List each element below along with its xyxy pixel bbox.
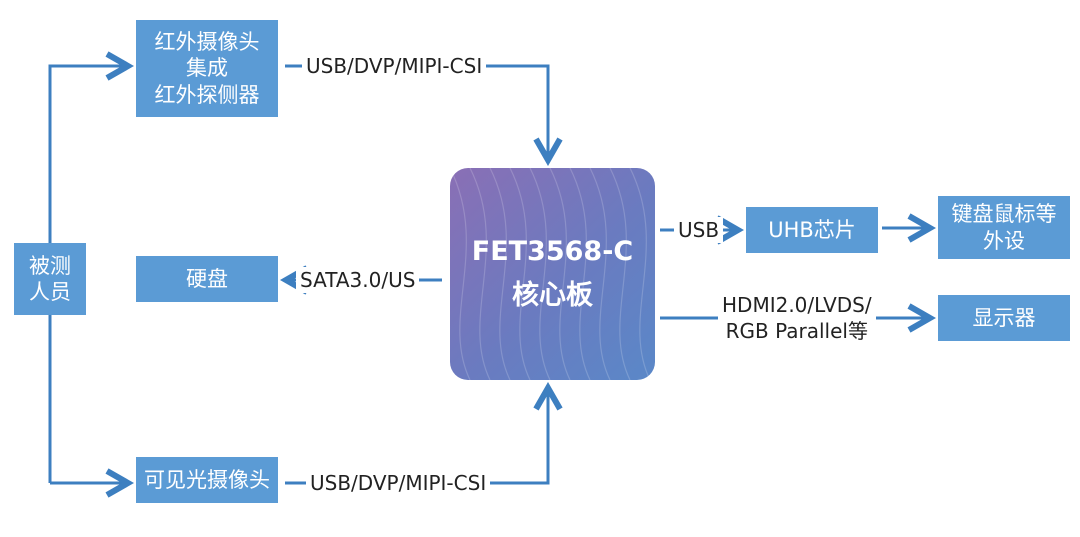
wave-pattern xyxy=(450,168,651,380)
uhb-node: UHB芯片 xyxy=(746,207,878,253)
peripherals-node: 键盘鼠标等 外设 xyxy=(938,196,1070,259)
edge-label-disk: SATA3.0/US xyxy=(296,267,420,293)
edge-label-display-line1: HDMI2.0/LVDS/ xyxy=(722,293,872,317)
core-subtitle: 核心板 xyxy=(512,280,593,311)
edge-label-display-line2: RGB Parallel等 xyxy=(725,319,868,343)
edge-label-display: HDMI2.0/LVDS/ RGB Parallel等 xyxy=(718,292,876,344)
ir-camera-node: 红外摄像头 集成 红外探侧器 xyxy=(136,20,278,117)
core-title: FET3568-C xyxy=(471,236,634,267)
disk-node: 硬盘 xyxy=(136,256,278,302)
core-board-node: FET3568-C 核心板 xyxy=(450,168,655,380)
display-node: 显示器 xyxy=(938,295,1070,341)
person-node: 被测 人员 xyxy=(14,243,86,315)
edge-label-usb: USB xyxy=(674,217,724,243)
visible-camera-node: 可见光摄像头 xyxy=(136,457,278,503)
edge-label-ir: USB/DVP/MIPI-CSI xyxy=(302,53,487,79)
edge-label-visible: USB/DVP/MIPI-CSI xyxy=(306,470,491,496)
